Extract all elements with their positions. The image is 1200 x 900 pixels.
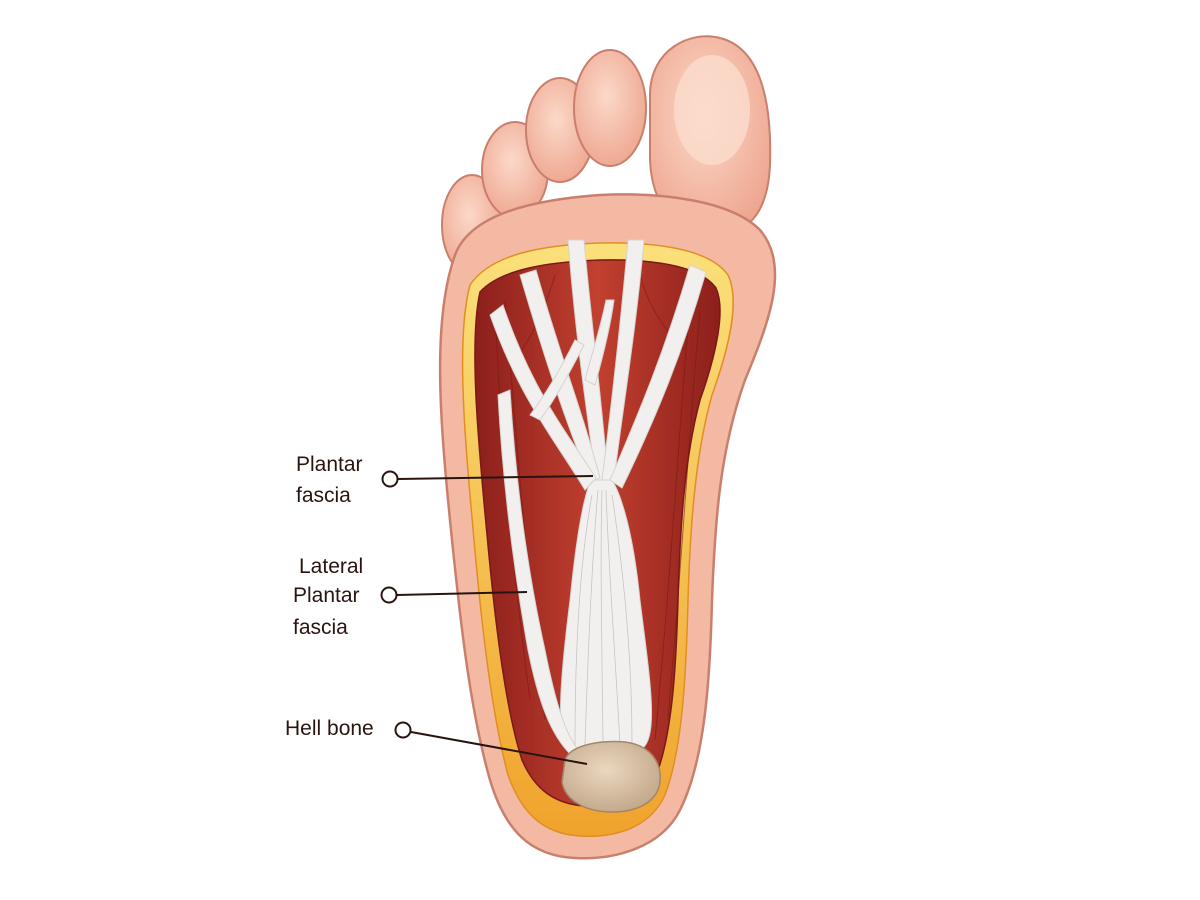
label-heel-bone: Hell bone xyxy=(285,717,374,740)
toes xyxy=(441,35,772,276)
second-toe xyxy=(573,49,647,167)
leader-heel-bone xyxy=(394,721,588,765)
leader-plantar-fascia xyxy=(381,470,594,488)
label-lateral-plantar-fascia-line2: Plantar xyxy=(293,584,360,607)
label-plantar-fascia-line1: Plantar xyxy=(296,453,363,476)
label-lateral-plantar-fascia-line3: fascia xyxy=(293,616,348,639)
fascia-fiber-lines xyxy=(574,489,633,746)
leader-lateral-plantar-fascia xyxy=(380,586,528,604)
heel-bone xyxy=(561,740,661,813)
marker-heel-bone xyxy=(394,721,412,739)
label-lateral-plantar-fascia-line1: Lateral xyxy=(299,555,364,578)
marker-plantar-fascia xyxy=(381,470,399,488)
plantar-fascia-bands xyxy=(489,239,707,757)
label-plantar-fascia-line2: fascia xyxy=(296,484,351,507)
marker-lateral-plantar-fascia xyxy=(380,586,398,604)
